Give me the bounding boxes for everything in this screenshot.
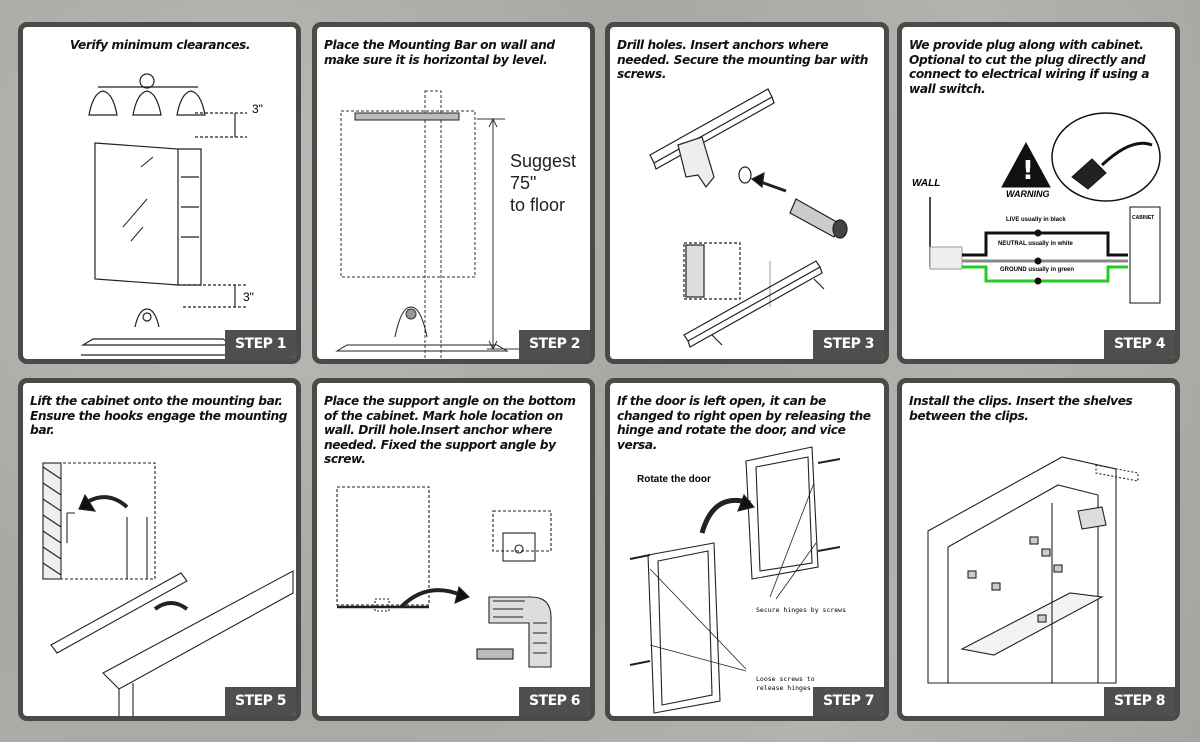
step-3-illustration bbox=[649, 88, 848, 348]
step-4-wall-label: WALL bbox=[912, 178, 941, 189]
step-4-caption: We provide plug along with cabinet. Opti… bbox=[909, 38, 1150, 96]
step-2-note-line3: to floor bbox=[510, 195, 566, 215]
step-6-illustration bbox=[336, 486, 552, 668]
step-3-badge: STEP 3 bbox=[813, 330, 884, 359]
step-7-rotate-label: Rotate the door bbox=[637, 474, 711, 485]
step-6-panel: Place the support angle on the bottom of… bbox=[312, 378, 595, 721]
step-2-caption: Place the Mounting Bar on wall and make … bbox=[324, 38, 555, 67]
step-4-warning-label: WARNING bbox=[1006, 189, 1050, 199]
step-2-illustration bbox=[335, 90, 590, 359]
step-1-dim-bottom: 3" bbox=[243, 290, 254, 304]
step-4-cabinet-label: CABINET bbox=[1132, 215, 1155, 221]
step-4-neutral-label: NEUTRAL usually in white bbox=[998, 241, 1073, 247]
step-8-illustration bbox=[927, 456, 1139, 684]
step-2-badge: STEP 2 bbox=[519, 330, 590, 359]
step-6-caption: Place the support angle on the bottom of… bbox=[324, 394, 576, 466]
step-8-panel: Install the clips. Insert the shelves be… bbox=[897, 378, 1180, 721]
step-5-badge: STEP 5 bbox=[225, 687, 296, 716]
step-1-dim-top: 3" bbox=[252, 102, 263, 116]
step-4-badge: STEP 4 bbox=[1104, 330, 1175, 359]
step-5-caption: Lift the cabinet onto the mounting bar. … bbox=[30, 394, 288, 437]
step-4-live-label: LIVE usually in black bbox=[1006, 217, 1066, 223]
step-7-badge: STEP 7 bbox=[813, 687, 884, 716]
step-2-note-line1: Suggest bbox=[510, 151, 577, 171]
step-2-panel: Place the Mounting Bar on wall and make … bbox=[312, 22, 595, 364]
step-2-note-line2: 75" bbox=[510, 173, 537, 193]
step-4-panel: We provide plug along with cabinet. Opti… bbox=[897, 22, 1180, 364]
step-4-illustration: ! bbox=[929, 112, 1161, 304]
step-6-badge: STEP 6 bbox=[519, 687, 590, 716]
step-7-secure-label: Secure hinges by screws bbox=[756, 606, 847, 614]
step-1-caption: Verify minimum clearances. bbox=[69, 38, 251, 52]
step-1-panel: Verify minimum clearances. bbox=[18, 22, 301, 364]
step-1-badge: STEP 1 bbox=[225, 330, 296, 359]
svg-text:!: ! bbox=[1022, 156, 1034, 186]
step-3-panel: Drill holes. Insert anchors where needed… bbox=[605, 22, 889, 364]
step-7-loose-label-1: Loose screws to bbox=[756, 675, 815, 683]
step-8-badge: STEP 8 bbox=[1104, 687, 1175, 716]
step-1-illustration bbox=[80, 73, 247, 356]
step-5-illustration bbox=[42, 462, 294, 716]
step-3-caption: Drill holes. Insert anchors where needed… bbox=[617, 38, 869, 81]
step-7-caption: If the door is left open, it can be chan… bbox=[617, 394, 871, 452]
step-7-illustration bbox=[629, 446, 841, 714]
step-8-caption: Install the clips. Insert the shelves be… bbox=[909, 394, 1133, 423]
step-7-loose-label-2: release hinges bbox=[756, 684, 811, 692]
step-5-panel: Lift the cabinet onto the mounting bar. … bbox=[18, 378, 301, 721]
step-4-ground-label: GROUND usually in green bbox=[1000, 267, 1075, 273]
step-7-panel: If the door is left open, it can be chan… bbox=[605, 378, 889, 721]
